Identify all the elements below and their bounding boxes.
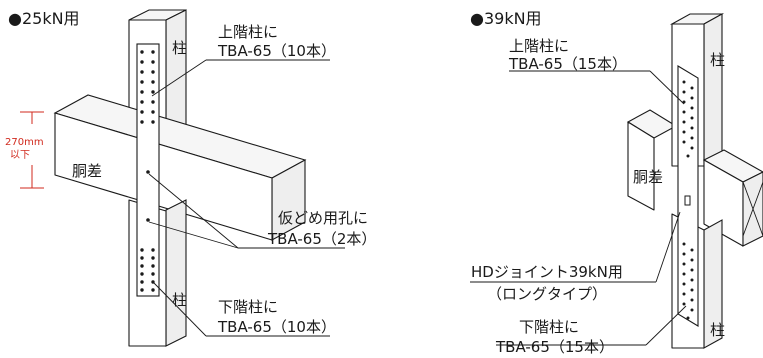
right-lower-label-2: TBA-65（15本）: [495, 338, 614, 356]
right-beam-label: 胴差: [633, 168, 663, 186]
left-dimension-270mm: [20, 111, 44, 189]
right-joint-label-1: HDジョイント39kN用: [471, 263, 623, 281]
right-title: ●39kN用: [470, 9, 542, 28]
left-temp-hole-upper: [146, 170, 150, 174]
left-temp-label-2: TBA-65（2本）: [267, 230, 376, 248]
left-pillar-top-label: 柱: [172, 39, 187, 57]
left-beam: [53, 94, 307, 241]
right-beam-left: [626, 109, 678, 211]
right-figure: ●39kN用 柱 柱 胴差 上階柱に TBA-65（15本） HDジョイント39…: [470, 9, 763, 356]
right-joint-label-2: （ロングタイプ）: [487, 285, 607, 303]
left-lower-label-1: 下階柱に: [218, 298, 278, 316]
right-pillar-bottom-label: 柱: [710, 321, 725, 339]
right-lower-label-1: 下階柱に: [519, 318, 579, 336]
left-dim-value: 270mm: [5, 137, 44, 148]
right-upper-label-2: TBA-65（15本）: [508, 55, 627, 73]
left-leader-lines: [148, 59, 345, 337]
left-pillar-bottom-label: 柱: [172, 291, 187, 309]
left-temp-label-1: 仮どめ用孔に: [278, 209, 368, 227]
right-leader-lines: [470, 70, 687, 346]
left-plate-holes-top: [140, 50, 155, 124]
left-upper-label-2: TBA-65（10本）: [217, 42, 336, 60]
left-figure: ●25kN用 柱 柱 胴差 上階柱に TBA-65（10本） 仮どめ用孔に TB…: [5, 9, 376, 347]
left-upper-label-1: 上階柱に: [218, 23, 278, 41]
right-pillar-top-label: 柱: [710, 51, 725, 69]
left-lower-label-2: TBA-65（10本）: [217, 318, 336, 336]
right-upper-label-1: 上階柱に: [509, 37, 569, 55]
right-beam-right: [702, 149, 763, 247]
left-temp-hole-lower: [146, 218, 150, 222]
left-dim-note: 以下: [10, 150, 30, 161]
left-beam-label: 胴差: [72, 162, 102, 180]
left-hold-down-plate: [136, 43, 160, 297]
right-hold-down-plate: [677, 65, 699, 327]
left-title: ●25kN用: [8, 9, 80, 28]
right-plate-holes: [682, 80, 694, 320]
